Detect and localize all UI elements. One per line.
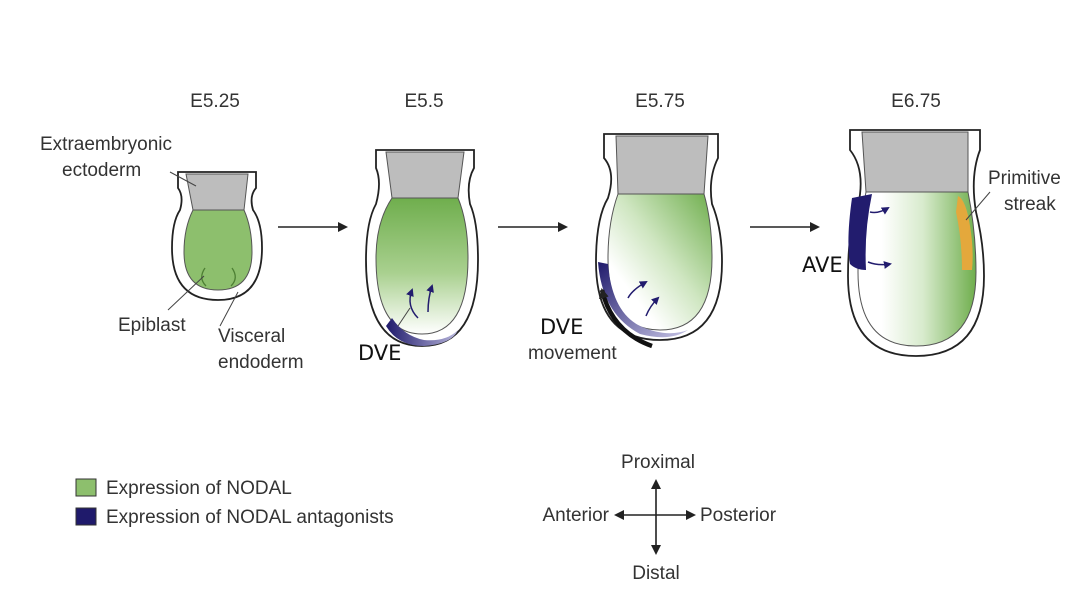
label-dve: DVE (358, 341, 401, 365)
axis-label-proximal: Proximal (621, 452, 695, 473)
stage-label-e675: E6.75 (891, 91, 941, 112)
embryo-e55 (365, 149, 479, 347)
axis-compass: Proximal Distal Anterior Posterior (542, 452, 776, 584)
legend-label-antagonist: Expression of NODAL antagonists (106, 507, 394, 528)
stage-label-e55: E5.5 (404, 91, 443, 112)
axis-label-posterior: Posterior (700, 505, 777, 526)
leader-epiblast (167, 275, 205, 311)
label-epiblast: Epiblast (118, 315, 186, 336)
label-ave: AVE (802, 253, 843, 277)
embryo-e675 (847, 129, 985, 357)
label-primitive: Primitive (988, 168, 1061, 189)
legend-swatch-antagonist (75, 507, 97, 526)
embryo-e525-extraembryonic (185, 173, 249, 211)
embryo-e55-epiblast (375, 197, 469, 335)
embryo-e575 (595, 133, 723, 349)
label-extraembryonic: Extraembryonic (40, 134, 172, 155)
label-dve-movement-2: movement (528, 343, 617, 364)
embryo-e575-signal-arrow-1 (627, 281, 648, 299)
label-primitive-2: streak (1004, 194, 1056, 215)
legend-label-nodal: Expression of NODAL (106, 478, 292, 499)
embryo-e575-extraembryonic (615, 135, 709, 195)
embryo-e55-signal-arrow-2 (426, 284, 434, 313)
embryo-e525-epiblast (183, 209, 253, 291)
legend-swatch-nodal (75, 478, 97, 497)
embryo-e675-extraembryonic (861, 131, 969, 193)
legend: Expression of NODAL Expression of NODAL … (75, 478, 394, 528)
label-dve-movement: DVE (540, 315, 583, 339)
embryo-e575-signal-arrow-2 (645, 296, 660, 317)
leader-primitive-streak (965, 191, 991, 221)
embryo-e675-primitive-streak (956, 196, 973, 270)
embryo-e55-extraembryonic (385, 151, 465, 199)
stage-label-e525: E5.25 (190, 91, 240, 112)
leader-dve (397, 307, 411, 327)
embryo-e525-epiblast-curl-right (230, 267, 236, 287)
embryo-e55-signal-arrow-1 (406, 288, 419, 319)
label-visceral-2: endoderm (218, 352, 304, 373)
label-visceral: Visceral (218, 326, 285, 347)
stage-label-e575: E5.75 (635, 91, 685, 112)
embryo-e55-dve (386, 318, 458, 346)
embryo-e575-dve (598, 262, 688, 338)
label-extraembryonic-2: ectoderm (62, 160, 141, 181)
leader-visceral (219, 291, 239, 327)
embryo-e675-signal-arrow-1 (869, 206, 890, 215)
dve-movement-arrow (598, 288, 653, 349)
embryo-e575-epiblast (607, 193, 713, 331)
embryo-e675-signal-arrow-2 (867, 261, 892, 269)
axis-label-anterior: Anterior (542, 505, 609, 526)
leader-extraembryonic (169, 171, 197, 187)
embryo-e675-ave (848, 194, 872, 270)
embryo-e525 (171, 171, 263, 301)
axis-label-distal: Distal (632, 563, 680, 584)
